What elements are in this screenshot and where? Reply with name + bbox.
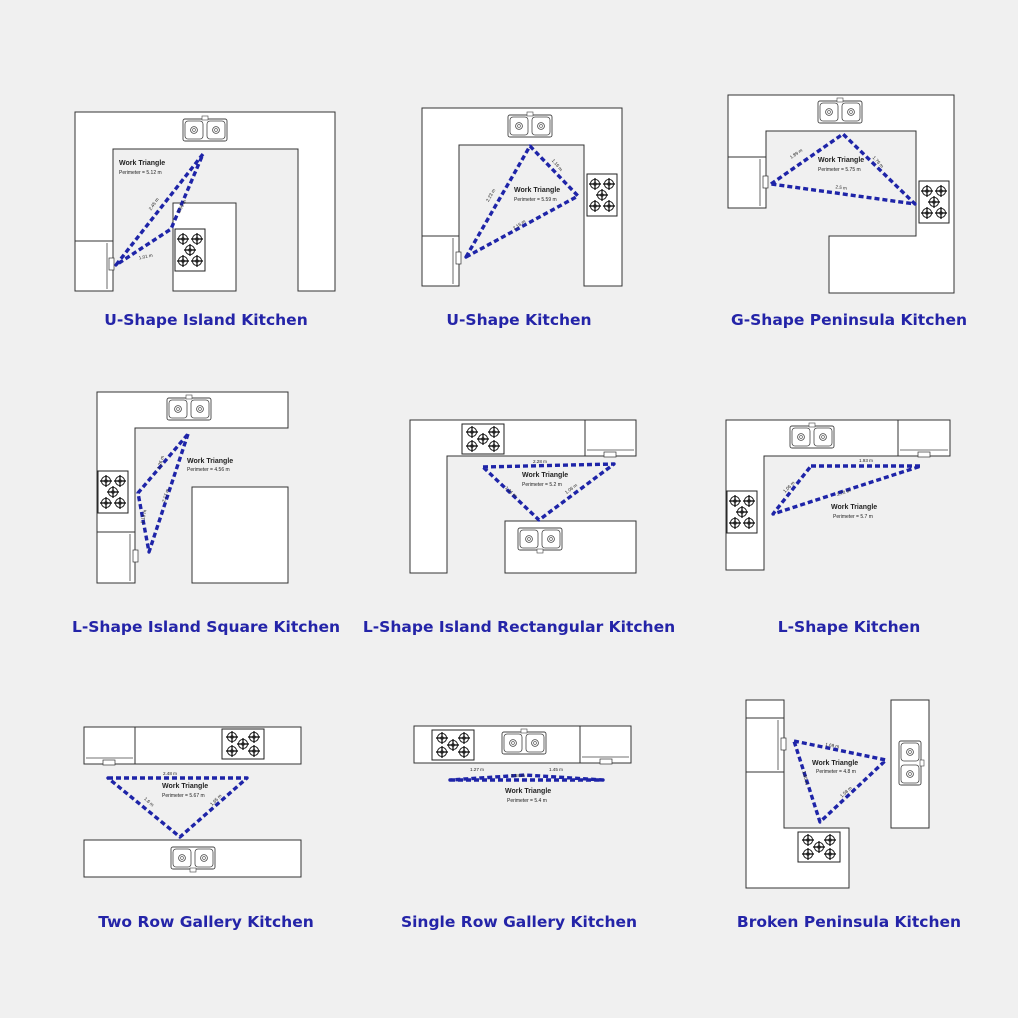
perimeter-label: Perimeter = 5.59 m [514, 197, 557, 203]
segment-length-label: 1.27 m [470, 767, 484, 772]
segment-length-label: 2.28 m [533, 459, 547, 464]
work-triangle-label: Work Triangle [812, 760, 858, 767]
segment-length-label: 2.5 m [835, 184, 847, 191]
segment-length-label: 1.69 m [825, 742, 840, 749]
segment-length-label: 1.26 m [156, 455, 165, 470]
segment-length-label: 1.6 m [143, 796, 155, 808]
segment-length-label: 2.23 m [485, 188, 496, 203]
perimeter-label: Perimeter = 4.8 m [816, 769, 856, 775]
segment-length-label: 2.45 m [148, 197, 160, 212]
perimeter-label: Perimeter = 5.75 m [818, 167, 861, 173]
perimeter-label: Perimeter = 4.56 m [187, 467, 230, 473]
caption-broken-peninsula-kitchen: Broken Peninsula Kitchen [736, 913, 962, 931]
work-triangle-label: Work Triangle [818, 157, 864, 164]
work-triangle-label: Work Triangle [162, 783, 208, 790]
segment-length-label: 1.93 m [859, 458, 873, 463]
perimeter-label: Perimeter = 5.7 m [833, 514, 873, 520]
caption-two-row-gallery-kitchen: Two Row Gallery Kitchen [98, 913, 314, 931]
segment-length-label: 1.31 m [504, 485, 518, 498]
segment-length-label: 2.72 m [836, 488, 851, 497]
segment-length-label: 1.13 m [140, 509, 148, 524]
segment-length-label: 1.89 m [789, 148, 804, 160]
segment-length-label: 1.01 m [138, 253, 153, 261]
work-triangle-label: Work Triangle [187, 458, 233, 465]
perimeter-label: Perimeter = 5.4 m [507, 798, 547, 804]
segment-length-label: 2.17 m [161, 488, 170, 503]
segment-length-label: 1.45 m [549, 767, 563, 772]
caption-g-shape-peninsula-kitchen: G-Shape Peninsula Kitchen [730, 311, 967, 329]
segment-length-label: 1.66 m [176, 199, 187, 214]
segment-length-label: 1.60 m [802, 770, 810, 785]
caption-l-shape-kitchen: L-Shape Kitchen [777, 618, 921, 636]
work-triangle-label: Work Triangle [831, 504, 877, 511]
work-triangle-label: Work Triangle [505, 788, 551, 795]
segment-length-label: 2.68 m [511, 773, 525, 778]
work-triangle-label: Work Triangle [514, 187, 560, 194]
perimeter-label: Perimeter = 5.67 m [162, 793, 205, 799]
caption-u-shape-island-kitchen: U-Shape Island Kitchen [104, 311, 308, 329]
caption-u-shape-kitchen: U-Shape Kitchen [446, 311, 592, 329]
perimeter-label: Perimeter = 5.2 m [522, 482, 562, 488]
segment-length-label: 2.48 m [163, 771, 177, 776]
perimeter-label: Perimeter = 5.12 m [119, 170, 162, 176]
work-triangle-label: Work Triangle [522, 472, 568, 479]
caption-single-row-gallery-kitchen: Single Row Gallery Kitchen [400, 913, 638, 931]
caption-l-shape-island-square-kitchen: L-Shape Island Square Kitchen [71, 618, 341, 636]
work-triangle-label: Work Triangle [119, 160, 165, 167]
caption-l-shape-island-rectangular-kitchen: L-Shape Island Rectangular Kitchen [362, 618, 676, 636]
